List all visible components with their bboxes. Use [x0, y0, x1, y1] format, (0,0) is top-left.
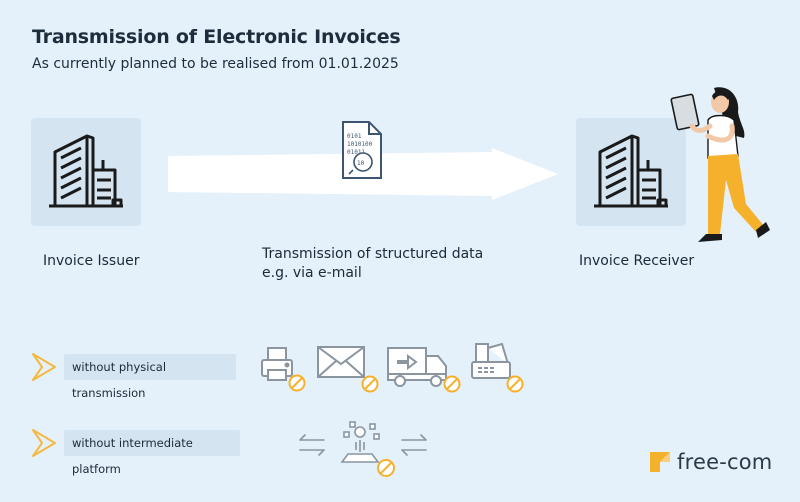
svg-text:10: 10 [357, 160, 365, 167]
left-right-arrows-icon [401, 434, 427, 456]
invoice-issuer-label: Invoice Issuer [43, 253, 140, 269]
transmission-label: Transmission of structured data e.g. via… [262, 245, 483, 283]
fax-machine-icon [471, 342, 524, 393]
woman-with-tablet-illustration [670, 87, 770, 242]
svg-text:0101: 0101 [347, 133, 362, 140]
chevron-right-icon [32, 429, 56, 457]
office-building-icon [49, 134, 123, 208]
free-com-logo-mark [650, 452, 670, 472]
page-subtitle: As currently planned to be realised from… [32, 56, 399, 72]
invoice-receiver-label: Invoice Receiver [579, 253, 695, 269]
envelope-icon [317, 346, 379, 393]
transmission-line-2: e.g. via e-mail [262, 265, 362, 281]
condition-pill-platform: without intermediate platform [64, 430, 240, 476]
svg-text:01011: 01011 [347, 149, 365, 156]
transmission-line-1: Transmission of structured data [262, 246, 484, 262]
svg-text:1010100: 1010100 [347, 141, 373, 148]
invoice-receiver-box [576, 118, 686, 226]
office-building-icon [594, 134, 668, 208]
left-right-arrows-icon [299, 434, 325, 456]
invoice-issuer-box [31, 118, 141, 226]
page-title: Transmission of Electronic Invoices [32, 26, 401, 48]
chevron-right-icon [32, 353, 56, 381]
delivery-truck-icon [387, 347, 461, 393]
structured-data-document-icon: 0101 1010100 01011 10 [342, 121, 382, 179]
free-com-logo-text: free-com [677, 450, 773, 474]
condition-pill-physical: without physical transmission [64, 354, 236, 400]
free-com-logo: free-com [648, 448, 772, 476]
printer-icon [261, 347, 306, 392]
platform-icon [340, 421, 395, 477]
